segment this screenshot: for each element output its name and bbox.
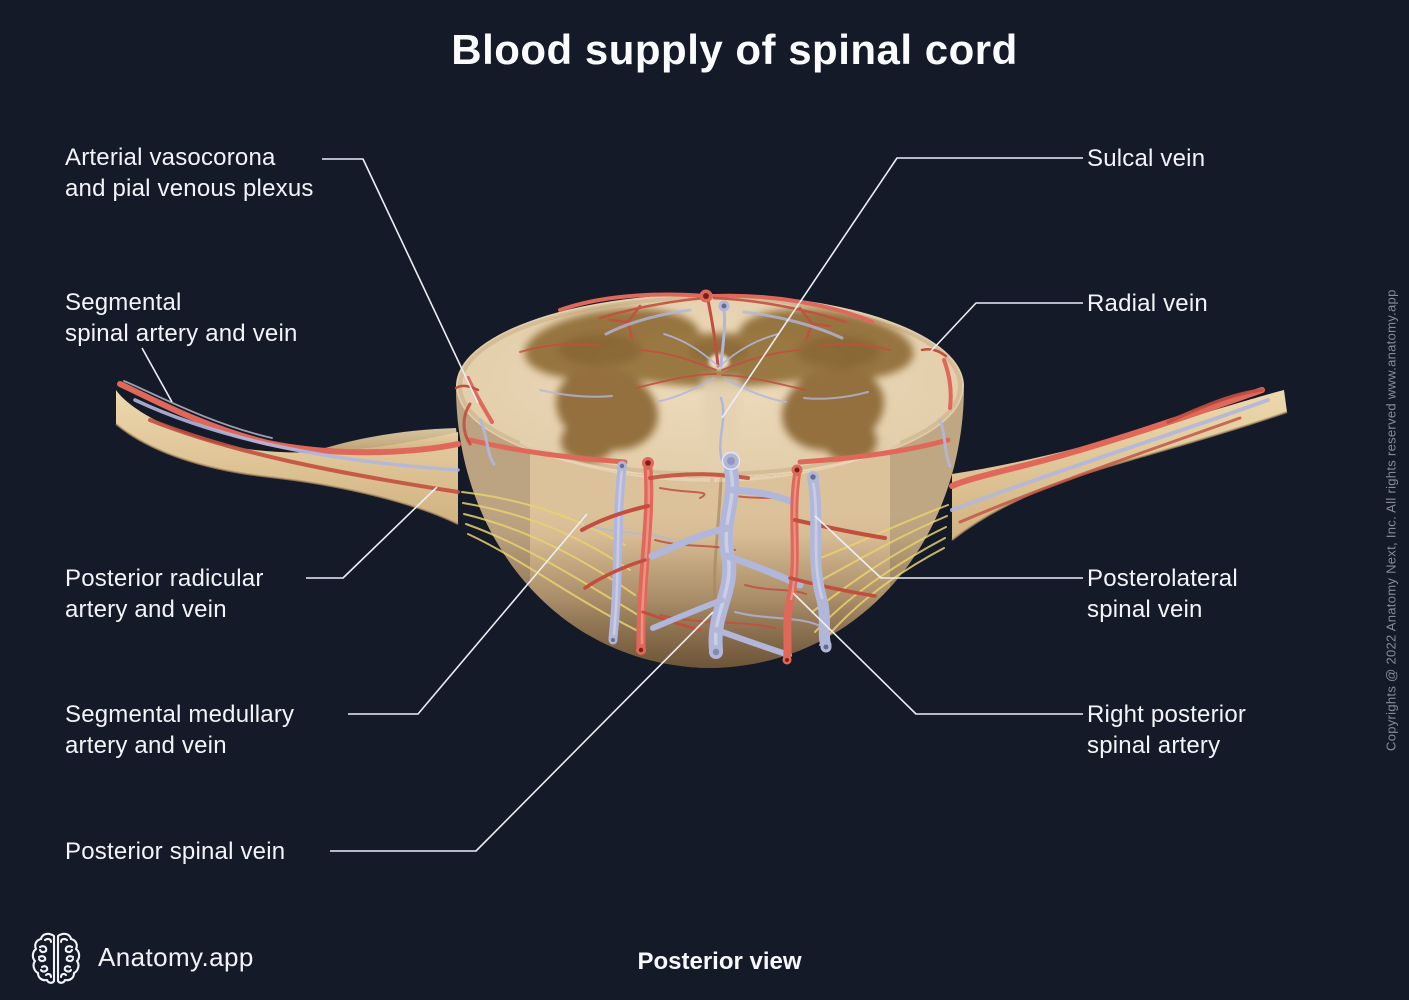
leader-right-posterior-spinal-artery (792, 592, 1083, 715)
surface-vessels (454, 289, 953, 468)
brand-logo: Anatomy.app (30, 930, 254, 984)
leader-segmental-medullary (348, 513, 588, 715)
label-posterior-radicular: Posterior radicular artery and vein (65, 565, 264, 623)
label-posterolateral-spinal-vein: Posterolateral spinal vein (1087, 565, 1238, 623)
leader-posterior-spinal-vein (330, 611, 714, 852)
view-caption: Posterior view (637, 948, 802, 975)
label-segmental-medullary: Segmental medullary artery and vein (65, 701, 295, 759)
leader-lines (141, 157, 1083, 852)
front-vessels (580, 451, 887, 665)
right-nerve-root (949, 387, 1288, 541)
leader-sulcal-vein (721, 157, 1083, 419)
label-right-posterior-spinal-artery: Right posterior spinal artery (1087, 701, 1247, 759)
leader-posterior-radicular (306, 486, 438, 579)
brain-logo-icon (31, 932, 81, 984)
left-nerve-root (115, 380, 461, 525)
page-title: Blood supply of spinal cord (451, 26, 1018, 73)
label-radial-vein: Radial vein (1087, 290, 1208, 317)
gray-matter-butterfly (524, 308, 914, 472)
copyright-text: Copyrights @ 2022 Anatomy Next, Inc. All… (1383, 289, 1399, 751)
leader-radial-vein (930, 302, 1083, 352)
label-posterior-spinal-vein: Posterior spinal vein (65, 838, 286, 865)
leader-segmental-spinal (141, 347, 173, 403)
brand-name: Anatomy.app (98, 941, 254, 972)
leader-posterolateral-spinal-vein (814, 515, 1083, 579)
leader-arterial-vasocorona (322, 158, 479, 404)
label-sulcal-vein: Sulcal vein (1087, 145, 1206, 172)
label-segmental-spinal: Segmental spinal artery and vein (65, 289, 298, 347)
label-arterial-vasocorona: Arterial vasocorona and pial venous plex… (65, 144, 314, 202)
